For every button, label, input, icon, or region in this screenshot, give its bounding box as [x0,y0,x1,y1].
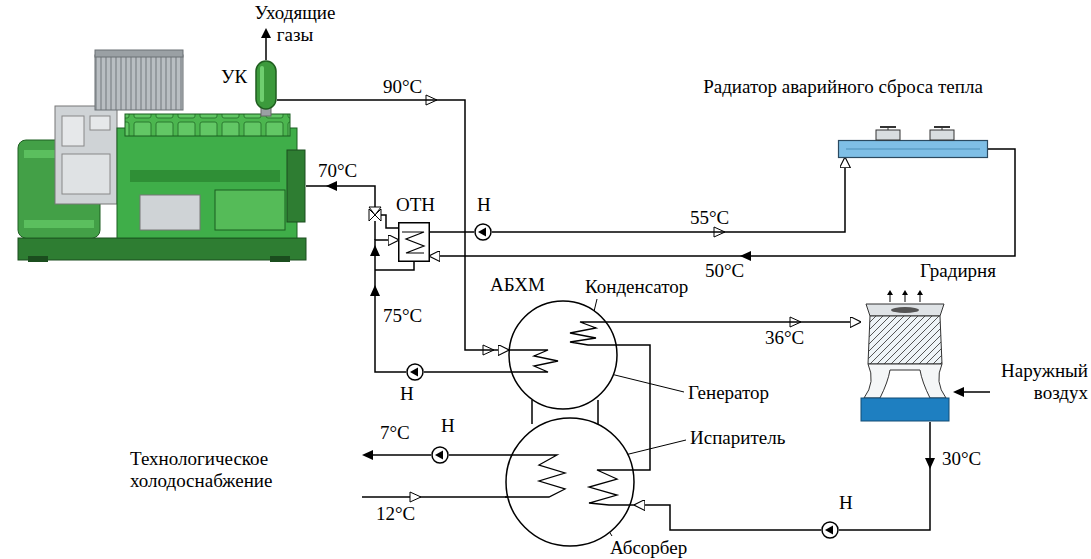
engine-generator [18,50,306,262]
cooling-tower-shape [860,290,950,422]
pump-symbol-shape [821,521,839,539]
pump-symbol-shape [474,223,492,241]
temperature-label: 70°C [318,160,357,182]
air-label: Наружный воздух [994,360,1088,404]
temperature-label: 50°C [705,260,744,282]
pump-symbol: Н [431,446,449,464]
exchanger-label: ОТН [396,194,435,216]
consumer-label: Технологическое холодоснабжение [130,448,330,492]
part-label: Испаритель [690,427,785,449]
waste-heat-boiler-shape [255,60,277,110]
pump-label: Н [400,383,414,405]
pump-symbol-shape [431,446,449,464]
emergency-radiator: Радиатор аварийного сброса тепла [838,140,988,158]
tower-label: Градирня [920,260,996,282]
pipe-connector [839,422,930,530]
heat-exchanger-shape [398,222,430,262]
pump-symbol: Н [406,363,424,381]
pump-symbol: Н [474,223,492,241]
pipe-connector [430,149,1015,256]
temperature-label: 36°C [765,327,804,349]
part-label: Конденсатор [585,276,688,298]
temperature-label: 75°C [383,305,422,327]
part-label: Генератор [688,382,769,404]
pump-label: Н [839,492,853,514]
pipe-connector [635,505,821,530]
pump-symbol-shape [406,363,424,381]
pump-label: Н [477,194,491,216]
emergency-radiator-shape [838,140,988,158]
pipe-connector [492,158,845,232]
heat-exchanger: ОТН [398,222,430,262]
pipe-connector [277,100,508,350]
chiller-label: АБХМ [490,274,545,296]
boiler-label: УК [221,66,247,88]
temperature-label: 30°C [942,448,981,470]
chiller-lower-vessel-shape [505,417,635,547]
radiator-label: Радиатор аварийного сброса тепла [693,76,993,98]
cooling-tower: Градирня [860,290,950,422]
temperature-label: 90°C [383,76,422,98]
chiller-lower-vessel: ИспарительАбсорбер [505,417,635,547]
pump-symbol: Н [821,521,839,539]
part-label: Абсорбер [610,537,687,559]
temperature-label: 55°C [690,207,729,229]
pipe-connector [424,371,508,373]
chiller-upper-vessel: АБХМКонденсаторГенератор [508,300,618,410]
waste-heat-boiler: УК [255,60,277,110]
temperature-label: 12°C [376,503,415,525]
pipe-connector [430,231,474,233]
chiller-upper-vessel-shape [508,300,618,410]
temperature-label: 7°C [380,422,410,444]
exhaust-label: Уходящие газы [240,2,350,46]
pipe-connector [449,454,505,456]
pipe-connector [618,321,860,323]
pump-label: Н [441,415,455,437]
